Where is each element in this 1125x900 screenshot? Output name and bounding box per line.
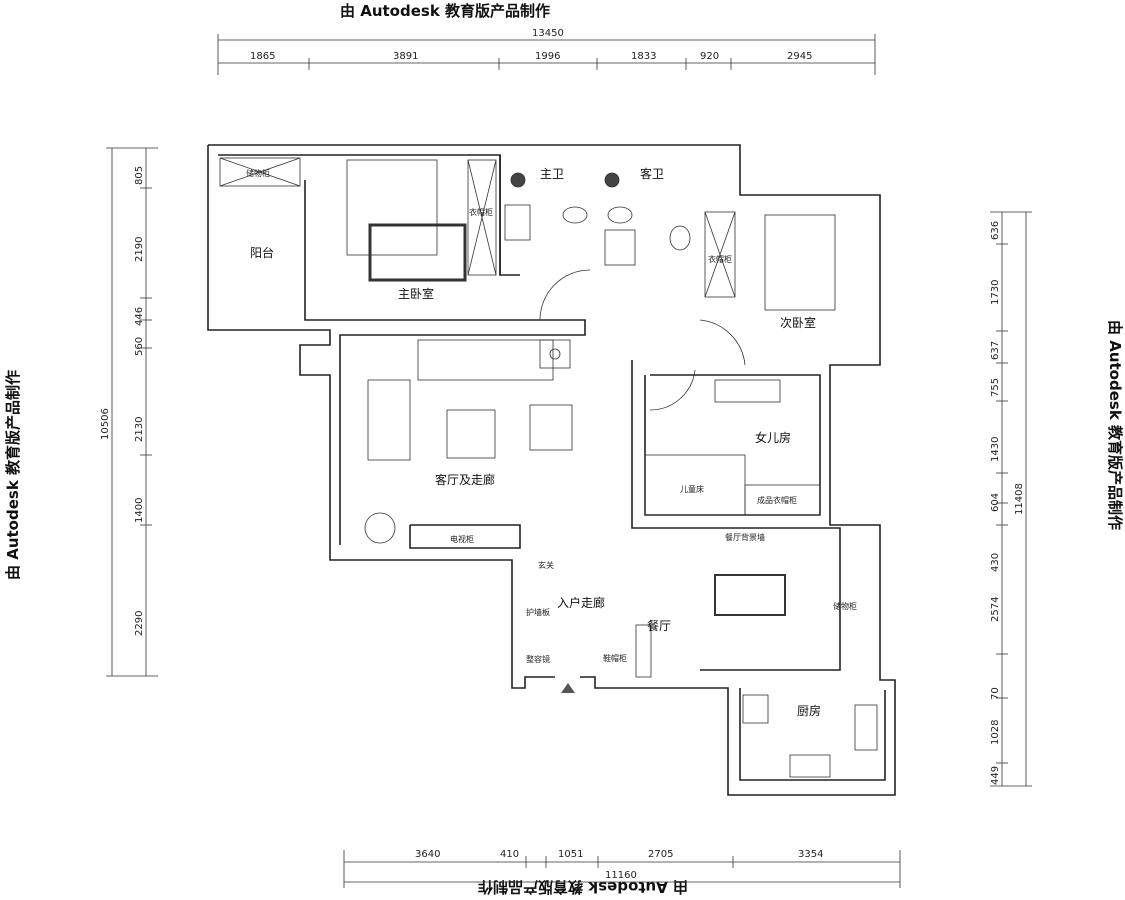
room-living: 客厅及走廊 [435, 472, 495, 487]
room-guest-bath: 客卫 [640, 166, 664, 181]
label-tv-cabinet: 电视柜 [450, 534, 474, 544]
room-dining: 餐厅 [647, 618, 671, 633]
dim-top-5: 920 [700, 51, 719, 62]
label-storage-dining: 储物柜 [833, 601, 857, 611]
dim-bottom-1: 3640 [415, 849, 440, 860]
dim-left-4: 560 [134, 337, 145, 356]
dimension-top [217, 34, 876, 75]
dim-left-6: 1400 [134, 498, 145, 523]
dimension-left [106, 147, 158, 677]
dim-bottom-2: 410 [500, 849, 519, 860]
room-master-bath: 主卫 [540, 167, 564, 181]
room-master-bedroom: 主卧室 [398, 286, 434, 301]
dim-top-1: 1865 [250, 51, 275, 62]
entry-arrow-icon [561, 683, 575, 693]
dim-top-total: 13450 [532, 28, 564, 39]
dimension-right [990, 211, 1032, 787]
furniture [219, 157, 878, 778]
room-entry-hall: 入户走廊 [557, 595, 605, 610]
dim-right-10: 1028 [990, 720, 1001, 745]
label-wardrobe-second: 衣帽柜 [708, 254, 732, 264]
sofa [417, 339, 554, 381]
dim-left-1: 805 [134, 166, 145, 185]
watermark-left: 由 Autodesk 教育版产品制作 [4, 370, 22, 580]
walls [207, 144, 896, 796]
dim-left-7: 2290 [134, 611, 145, 636]
dim-right-6: 604 [990, 493, 1001, 512]
label-mirror: 整容镜 [526, 654, 550, 664]
dim-bottom-4: 2705 [648, 849, 673, 860]
room-second-bedroom: 次卧室 [780, 315, 816, 330]
label-dining-wall: 餐厅背景墙 [725, 532, 765, 542]
dim-top-3: 1996 [535, 51, 560, 62]
dim-top-4: 1833 [631, 51, 656, 62]
second-bed [764, 214, 836, 311]
dim-right-3: 637 [990, 341, 1001, 360]
watermark-bottom: 由 Autodesk 教育版产品制作 [478, 878, 688, 896]
dim-top-2: 3891 [393, 51, 418, 62]
dim-top-6: 2945 [787, 51, 812, 62]
dim-left-2: 2190 [134, 237, 145, 262]
room-balcony: 阳台 [250, 245, 274, 260]
label-kids-bed: 儿童床 [680, 484, 704, 494]
dim-right-2: 1730 [990, 280, 1001, 305]
label-shoe-cabinet: 鞋帽柜 [603, 653, 627, 663]
dim-left-3: 446 [134, 307, 145, 326]
room-daughter: 女儿房 [755, 430, 791, 445]
dining-table [714, 574, 786, 616]
label-storage-balcony: 储物柜 [246, 168, 270, 178]
label-foyer: 玄关 [538, 560, 554, 570]
label-wardrobe-daughter: 成品衣帽柜 [757, 495, 797, 505]
master-bed [346, 159, 438, 256]
dim-right-9: 70 [990, 687, 1001, 700]
dim-bottom-3: 1051 [558, 849, 583, 860]
dim-right-total: 11408 [1014, 483, 1025, 515]
dim-left-5: 2130 [134, 417, 145, 442]
watermark-top: 由 Autodesk 教育版产品制作 [340, 2, 550, 20]
dim-right-8: 2574 [990, 597, 1001, 622]
dim-bottom-5: 3354 [798, 849, 823, 860]
dim-bottom-total: 11160 [605, 870, 637, 881]
dim-right-11: 449 [990, 766, 1001, 785]
dim-right-5: 1430 [990, 437, 1001, 462]
watermark-right: 由 Autodesk 教育版产品制作 [1106, 320, 1124, 530]
room-kitchen: 厨房 [797, 703, 821, 718]
dim-right-4: 755 [990, 378, 1001, 397]
dim-right-1: 636 [990, 221, 1001, 240]
dim-right-7: 430 [990, 553, 1001, 572]
dim-left-total: 10506 [100, 408, 111, 440]
dimension-bottom [343, 850, 901, 888]
label-wardrobe-master: 衣帽柜 [469, 207, 493, 217]
label-wall-panel: 护墙板 [526, 607, 550, 617]
